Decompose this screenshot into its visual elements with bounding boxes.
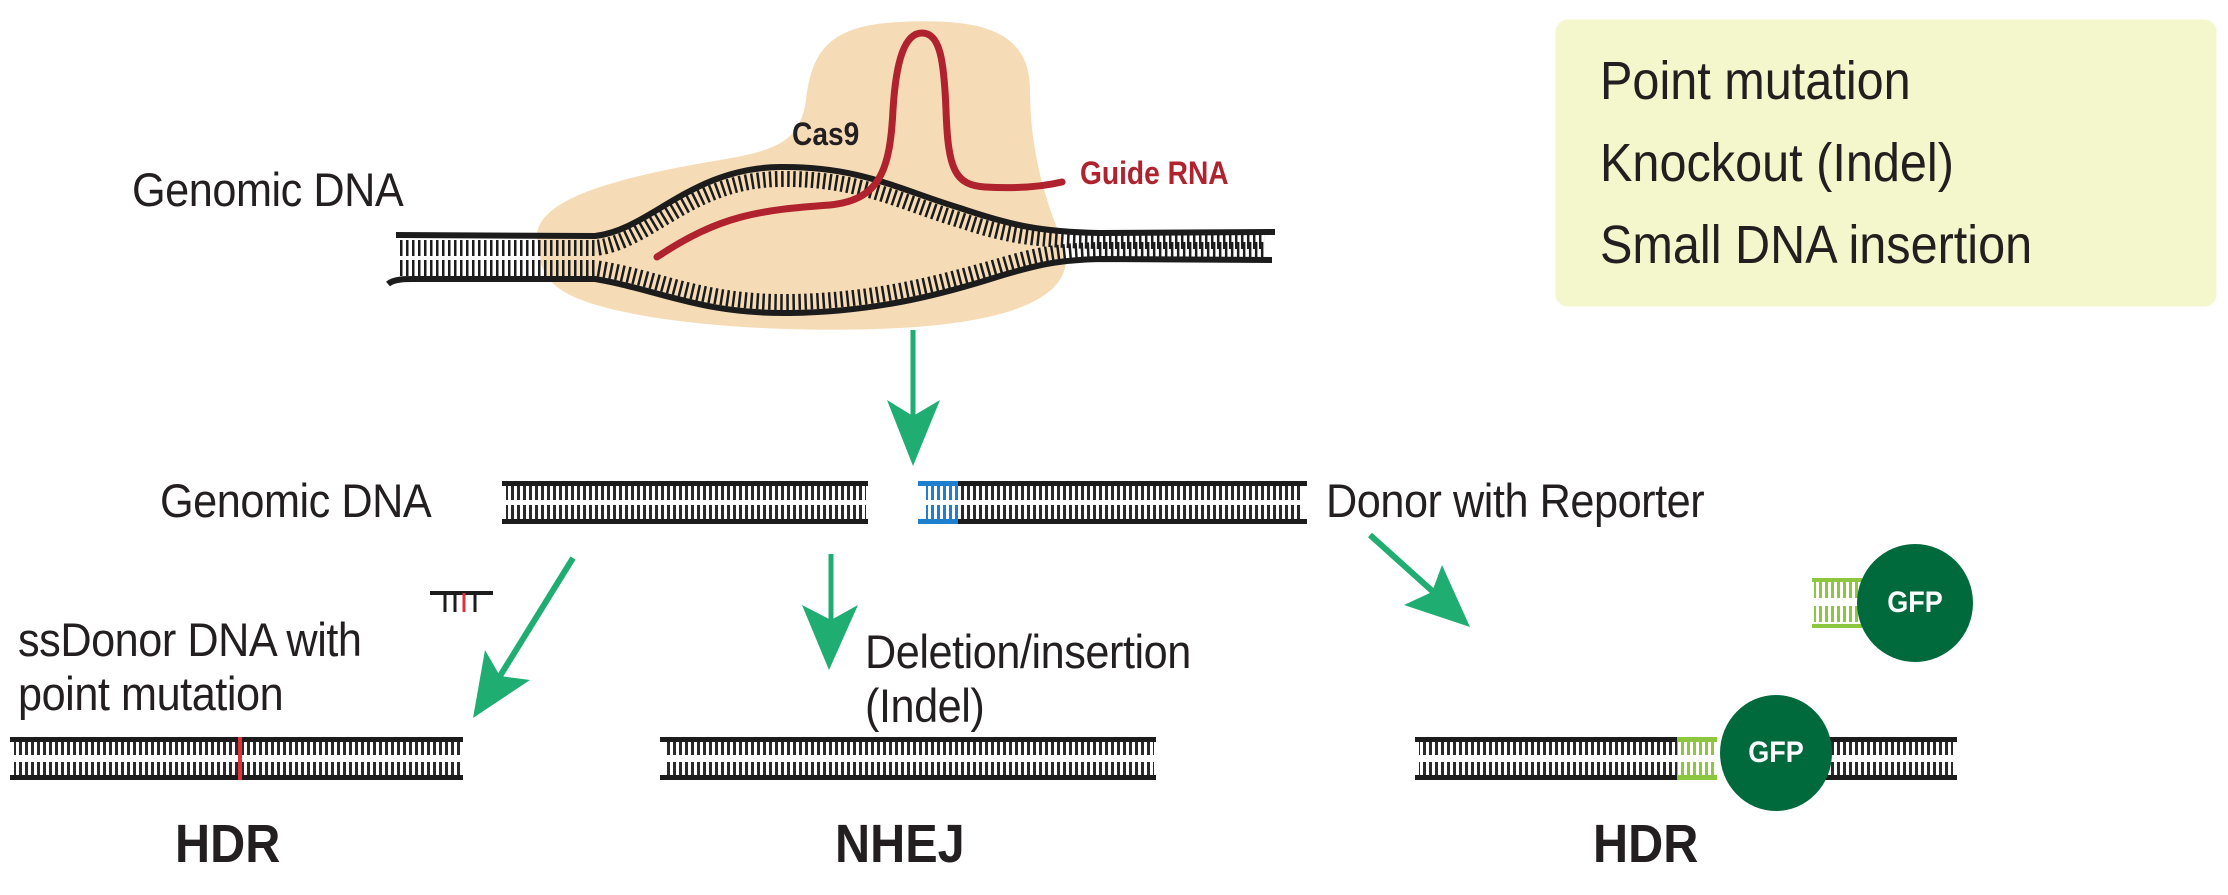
label-gfp-integrated: GFP <box>1748 736 1804 769</box>
dna-upper-rungs <box>400 170 1265 256</box>
gfp-donor-icon <box>1857 544 1973 662</box>
dna-lower-backbone <box>386 255 1273 317</box>
nhej-dna <box>660 737 1156 780</box>
arrow-to-nhej <box>802 554 858 670</box>
guide-rna-strand <box>653 29 1066 261</box>
summary-item-point-mutation: Point mutation <box>1600 51 1911 111</box>
label-pathway-nhej: NHEJ <box>835 814 965 874</box>
cleaved-dna-right-fragment <box>918 481 1307 524</box>
label-indel-line2: (Indel) <box>865 679 985 732</box>
label-ssdonor-line1: ssDonor DNA with <box>18 613 362 666</box>
label-guide-rna: Guide RNA <box>1080 155 1229 191</box>
reporter-insert <box>1677 737 1717 742</box>
editing-outcomes-summary-box: Point mutation Knockout (Indel) Small DN… <box>1556 20 2216 306</box>
cut-end-overhang <box>918 481 958 486</box>
label-pathway-hdr-point: HDR <box>175 814 281 874</box>
label-donor-with-reporter: Donor with Reporter <box>1326 474 1705 527</box>
label-gfp-donor: GFP <box>1887 586 1943 619</box>
arrow-to-hdr-reporter <box>1367 532 1470 627</box>
donor-reporter-gfp <box>1812 544 1973 662</box>
hdr-reporter-dna <box>1415 695 1957 811</box>
label-indel-line1: Deletion/insertion <box>865 625 1191 678</box>
ssdonor-icon <box>430 591 493 612</box>
hdr-point-mutation-dna <box>10 737 463 780</box>
label-genomic-dna-cleaved: Genomic DNA <box>160 474 432 527</box>
dna-upper-backbone <box>395 163 1276 240</box>
label-pathway-hdr-reporter: HDR <box>1593 814 1699 874</box>
top-genomic-dna <box>386 163 1276 317</box>
label-ssdonor-line2: point mutation <box>18 667 284 720</box>
arrow-to-hdr-point <box>473 556 576 718</box>
arrow-cleavage <box>887 330 940 466</box>
cleaved-dna-left-fragment <box>502 481 868 524</box>
gfp-integrated-icon <box>1720 695 1832 811</box>
label-cas9: Cas9 <box>792 116 860 152</box>
summary-item-small-insertion: Small DNA insertion <box>1600 215 2033 275</box>
point-mutation-marker <box>238 737 242 780</box>
summary-item-knockout: Knockout (Indel) <box>1600 133 1954 193</box>
label-genomic-dna-top: Genomic DNA <box>132 163 404 216</box>
